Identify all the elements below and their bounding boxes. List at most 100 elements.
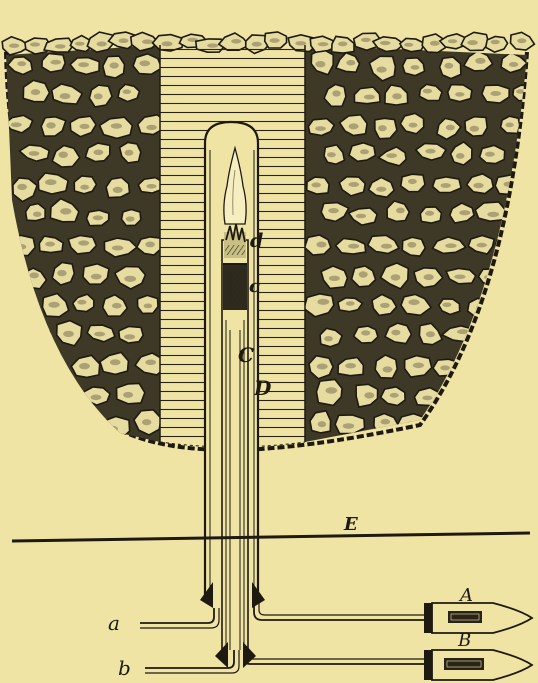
rubble-1-shade (30, 42, 40, 46)
stone-left-36 (11, 294, 37, 313)
rubble-5-shade (119, 38, 129, 43)
stone-right-86-shade (381, 419, 391, 425)
stone-left-29-shade (78, 240, 89, 245)
stone-right-81 (451, 390, 478, 407)
stone-right-6-shade (509, 62, 518, 67)
stone-right-11-shade (455, 92, 464, 97)
stone-right-25-shade (456, 153, 465, 159)
rubble-18-shade (404, 43, 413, 47)
stone-right-90 (497, 416, 527, 434)
stone-right-73-shade (413, 363, 424, 369)
stone-right-77-shade (326, 387, 338, 393)
label-d-chamber: D (253, 376, 272, 400)
stone-right-72-shade (383, 366, 393, 372)
stone-left-15-shade (59, 152, 68, 158)
stone-right-32-shade (441, 183, 451, 188)
stone-left-2-shade (78, 62, 89, 67)
stone-left-40-shade (144, 304, 153, 309)
stone-right-67-shade (457, 329, 469, 334)
stone-right-45-shade (407, 242, 416, 248)
stone-left-57-shade (107, 426, 118, 432)
stone-right-89-shade (477, 423, 486, 429)
stone-right-10-shade (423, 89, 432, 94)
stone-right-36-shade (356, 214, 366, 219)
stone-left-4-shade (139, 60, 150, 66)
stone-right-84-shade (318, 421, 326, 427)
stone-left-47-shade (79, 363, 90, 369)
stone-right-63-shade (324, 336, 333, 341)
stone-right-43-shade (348, 244, 359, 249)
stone-right-31-shade (408, 179, 417, 184)
stone-right-2-shade (377, 67, 387, 73)
stone-left-50 (24, 381, 46, 405)
stone-right-55 (514, 264, 538, 282)
stone-right-62 (496, 296, 528, 316)
stone-right-47-shade (477, 243, 487, 248)
stone-right-21-shade (327, 152, 336, 157)
stone-right-53-shade (454, 275, 465, 280)
stone-right-35-shade (328, 208, 339, 213)
stone-right-46-shade (445, 243, 457, 248)
stone-right-74-shade (440, 365, 450, 370)
rubble-6-shade (142, 39, 153, 44)
rubble-20-shade (448, 39, 457, 43)
stone-right-41 (511, 204, 536, 223)
stone-right-18-shade (446, 125, 455, 131)
stone-left-51 (51, 384, 80, 404)
stone-left-45-shade (15, 362, 26, 368)
stone-right-5-shade (475, 58, 485, 64)
stone-right-44-shade (381, 244, 392, 249)
stone-right-0-shade (315, 61, 325, 67)
stone-right-58-shade (380, 303, 390, 308)
stone-left-54 (5, 418, 35, 435)
stone-left-22-shade (146, 184, 156, 189)
stone-right-60-shade (442, 303, 451, 308)
stone-left-36-shade (19, 299, 29, 304)
stone-right-16-shade (378, 125, 387, 131)
stone-left-41-shade (31, 331, 41, 337)
stone-left-34-shade (91, 274, 102, 280)
stone-left-12-shade (111, 123, 123, 128)
rubble-4-shade (97, 42, 107, 47)
stone-right-57-shade (346, 301, 355, 306)
stone-right-69 (512, 327, 538, 344)
stone-left-37-shade (48, 302, 59, 308)
stone-left-1-shade (50, 60, 61, 65)
stone-right-81-shade (457, 393, 468, 398)
stone-left-16-shade (94, 150, 104, 156)
stone-left-58-shade (142, 419, 151, 425)
stone-left-48-shade (110, 359, 121, 365)
stone-left-53-shade (123, 392, 133, 398)
label-c-small: c (249, 276, 260, 297)
stone-left-55 (43, 413, 71, 432)
stone-right-69-shade (519, 333, 530, 338)
stone-right-1-shade (346, 60, 355, 66)
stone-right-83 (509, 385, 537, 407)
stone-right-55-shade (522, 271, 533, 276)
stone-right-40-shade (487, 212, 499, 217)
rubble-14-shade (318, 42, 329, 46)
stone-left-8-shade (123, 89, 132, 94)
stone-left-27 (7, 235, 35, 255)
stone-left-46-shade (47, 367, 56, 372)
stone-right-33-shade (473, 183, 483, 188)
stone-right-79-shade (390, 393, 399, 398)
stone-left-50-shade (32, 389, 42, 395)
rubble-3-shade (75, 42, 85, 46)
stone-left-46 (40, 358, 63, 376)
rubble-21-shade (467, 40, 478, 45)
stone-right-59-shade (408, 299, 419, 305)
stone-right-78-shade (364, 392, 374, 398)
stone-right-29-shade (349, 182, 360, 187)
stone-left-49-shade (145, 360, 156, 366)
stone-right-50-shade (359, 271, 368, 277)
stone-left-30-shade (112, 246, 124, 251)
stone-right-76 (501, 358, 526, 377)
stone-right-20-shade (505, 123, 513, 128)
stone-right-68-shade (487, 332, 497, 337)
stone-right-88 (431, 415, 457, 436)
stone-left-56 (75, 414, 99, 437)
level-line-e (12, 533, 530, 541)
